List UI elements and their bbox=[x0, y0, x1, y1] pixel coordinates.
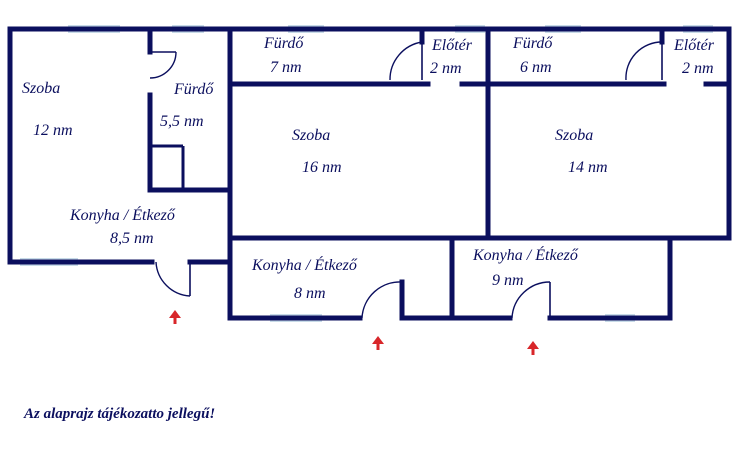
room-area: 14 nm bbox=[568, 159, 608, 176]
room-name: Fürdő bbox=[173, 81, 214, 98]
doors bbox=[149, 41, 663, 319]
room-area: 2 nm bbox=[682, 60, 714, 77]
door bbox=[361, 281, 403, 319]
room-area: 2 nm bbox=[430, 60, 462, 77]
room-name: Előtér bbox=[673, 37, 715, 54]
door bbox=[511, 281, 551, 319]
door bbox=[149, 51, 177, 79]
room-name: Konyha / Étkező bbox=[472, 245, 579, 264]
entry-arrow-icon bbox=[169, 310, 181, 324]
room-labels: Szoba 12 nm Fürdő 5,5 nm Konyha / Étkező… bbox=[22, 35, 715, 302]
door bbox=[155, 261, 191, 297]
room-name: Szoba bbox=[22, 80, 60, 97]
room-name: Szoba bbox=[292, 127, 330, 144]
room-area: 5,5 nm bbox=[160, 113, 204, 130]
room-name: Konyha / Étkező bbox=[69, 205, 176, 224]
windows bbox=[20, 25, 713, 322]
room-area: 9 nm bbox=[492, 272, 524, 289]
walls bbox=[7, 26, 732, 321]
room-area: 8,5 nm bbox=[110, 230, 154, 247]
room-area: 12 nm bbox=[33, 122, 73, 139]
room-name: Konyha / Étkező bbox=[251, 255, 358, 274]
room-area: 8 nm bbox=[294, 285, 326, 302]
room-area: 7 nm bbox=[270, 59, 302, 76]
room-name: Szoba bbox=[555, 127, 593, 144]
room-name: Fürdő bbox=[512, 35, 553, 52]
disclaimer-note: Az alaprajz tájékozatto jellegű! bbox=[23, 406, 215, 422]
door bbox=[625, 41, 663, 81]
door bbox=[389, 41, 423, 81]
entry-arrow-icon bbox=[527, 341, 539, 355]
entry-arrow-icon bbox=[372, 336, 384, 350]
room-name: Fürdő bbox=[263, 35, 304, 52]
room-area: 6 nm bbox=[520, 59, 552, 76]
room-area: 16 nm bbox=[302, 159, 342, 176]
room-name: Előtér bbox=[431, 37, 473, 54]
entry-arrows bbox=[169, 310, 539, 355]
